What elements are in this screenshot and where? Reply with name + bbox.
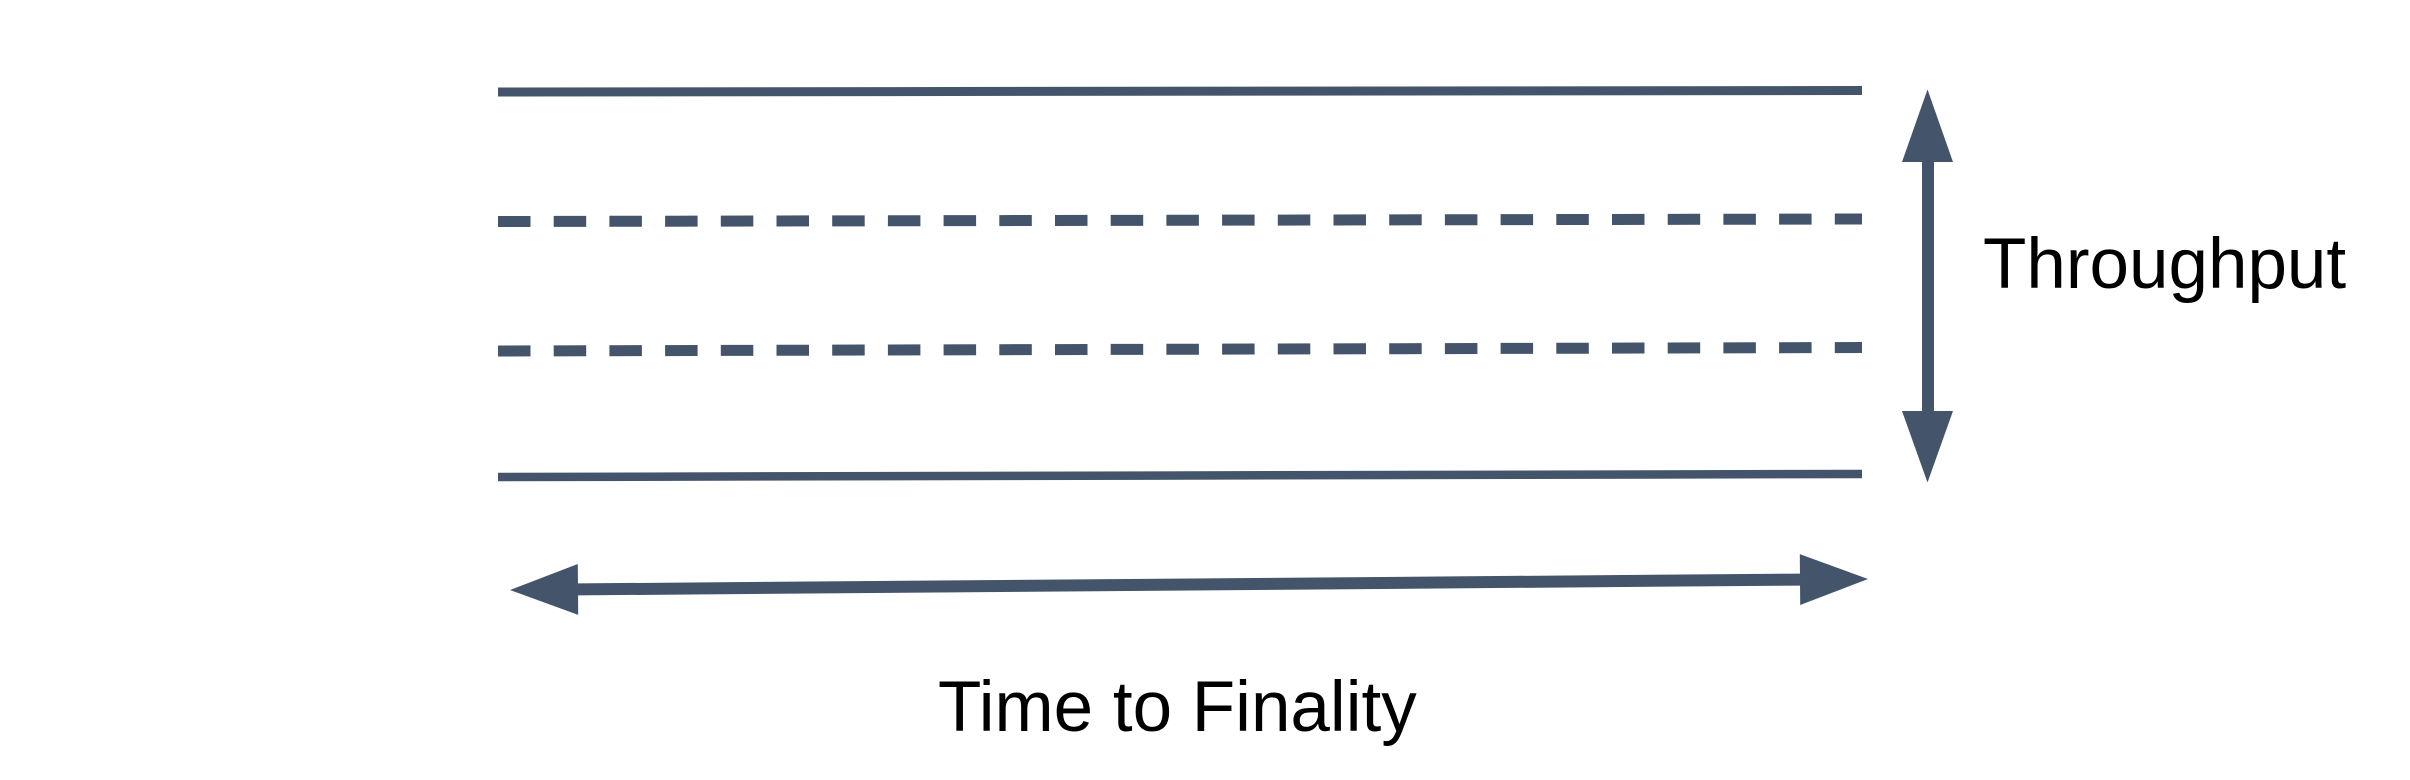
svg-text:Time to Finality: Time to Finality <box>938 668 1417 747</box>
svg-text:Throughput: Throughput <box>1983 225 2346 304</box>
